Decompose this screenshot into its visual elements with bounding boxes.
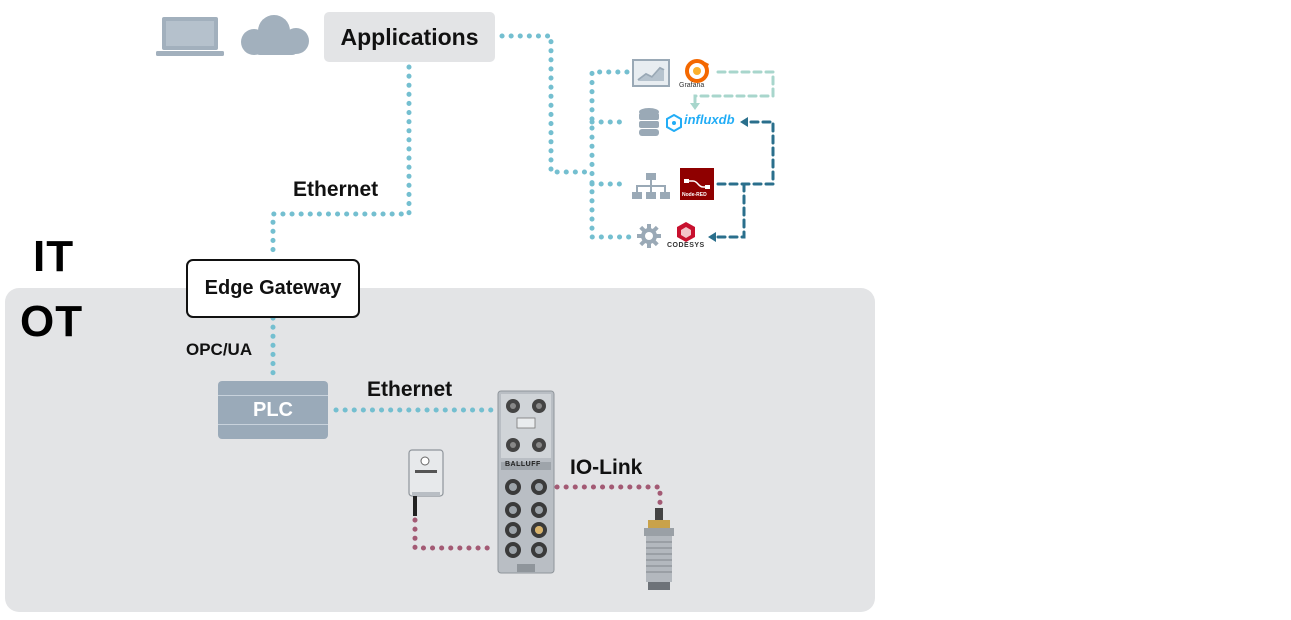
plc-label: PLC	[253, 398, 293, 421]
it-zone-label: IT	[33, 232, 75, 281]
database-icon	[639, 108, 659, 136]
nodered-influx-line	[716, 120, 775, 186]
iolink-line-rfid	[412, 517, 495, 551]
ethernet-label-bottom: Ethernet	[367, 378, 453, 401]
chart-dashboard-icon	[632, 59, 670, 87]
applications-label: Applications	[340, 23, 479, 50]
plc-box: PLC	[218, 381, 328, 439]
iolink-master-device	[497, 390, 555, 574]
master-brand-label: BALLUFF	[505, 461, 541, 468]
ethernet-label-top: Ethernet	[293, 178, 379, 201]
arrowhead-codesys	[708, 232, 716, 242]
arrowhead-grafana-db	[690, 103, 700, 110]
edge-gateway-label: Edge Gateway	[204, 277, 342, 299]
inductive-sensor-device	[644, 508, 674, 590]
grafana-loop-line	[693, 70, 775, 106]
edge-gateway-box: Edge Gateway	[186, 259, 360, 318]
network-hierarchy-icon	[632, 173, 670, 199]
balluff-rfid-device	[408, 449, 444, 516]
tools-bus-line	[589, 69, 635, 240]
nodered-codesys-line	[710, 182, 746, 239]
ethernet-line-applications-gateway	[270, 64, 412, 258]
laptop-icon	[156, 17, 224, 56]
arrowhead-influx	[740, 117, 748, 127]
influxdb-label: influxdb	[684, 112, 735, 127]
applications-box: Applications	[324, 12, 495, 62]
codesys-logo-icon	[677, 222, 695, 242]
grafana-logo-icon	[685, 59, 709, 83]
cloud-icon	[241, 15, 309, 55]
opcua-label: OPC/UA	[186, 340, 253, 359]
node-red-logo-icon	[680, 168, 714, 200]
node-red-label: Node-RED	[682, 192, 707, 198]
influxdb-logo-icon	[666, 114, 682, 132]
applications-tools-line	[499, 33, 595, 175]
iolink-label: IO-Link	[570, 456, 643, 479]
gear-icon	[637, 224, 661, 248]
iolink-line-sensor	[554, 484, 663, 513]
codesys-label: CODESYS	[667, 242, 705, 249]
ot-zone-label: OT	[20, 297, 84, 346]
grafana-label: Grafana	[679, 82, 705, 89]
